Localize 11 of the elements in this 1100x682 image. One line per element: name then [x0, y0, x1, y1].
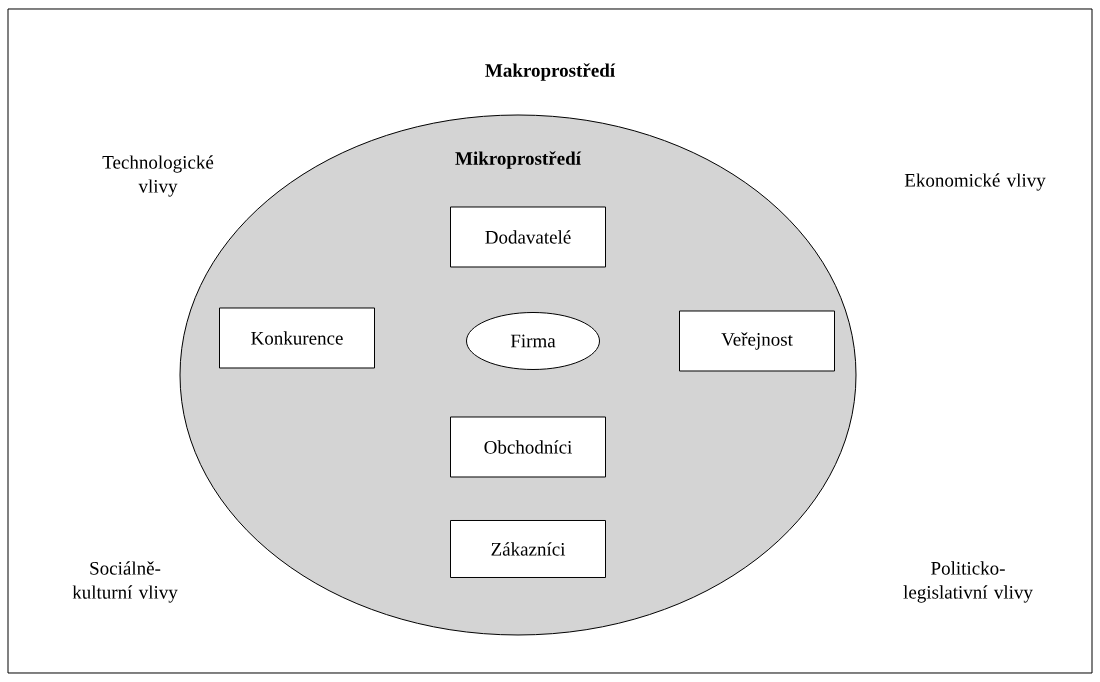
label: Politicko- legislativní vlivy	[903, 561, 1033, 603]
text-box: Dodavatelé	[450, 206, 606, 268]
text-box: Obchodníci	[450, 416, 606, 478]
text-box: Zákazníci	[450, 520, 606, 578]
text-box: Veřejnost	[679, 310, 835, 372]
heading: Mikroprostředí	[455, 151, 582, 169]
label: Sociálně- kulturní vlivy	[72, 561, 178, 603]
label: Ekonomické vlivy	[904, 173, 1046, 191]
text-box: Konkurence	[219, 307, 375, 369]
label: Technologické vlivy	[102, 155, 214, 197]
heading: Makroprostředí	[485, 63, 616, 81]
